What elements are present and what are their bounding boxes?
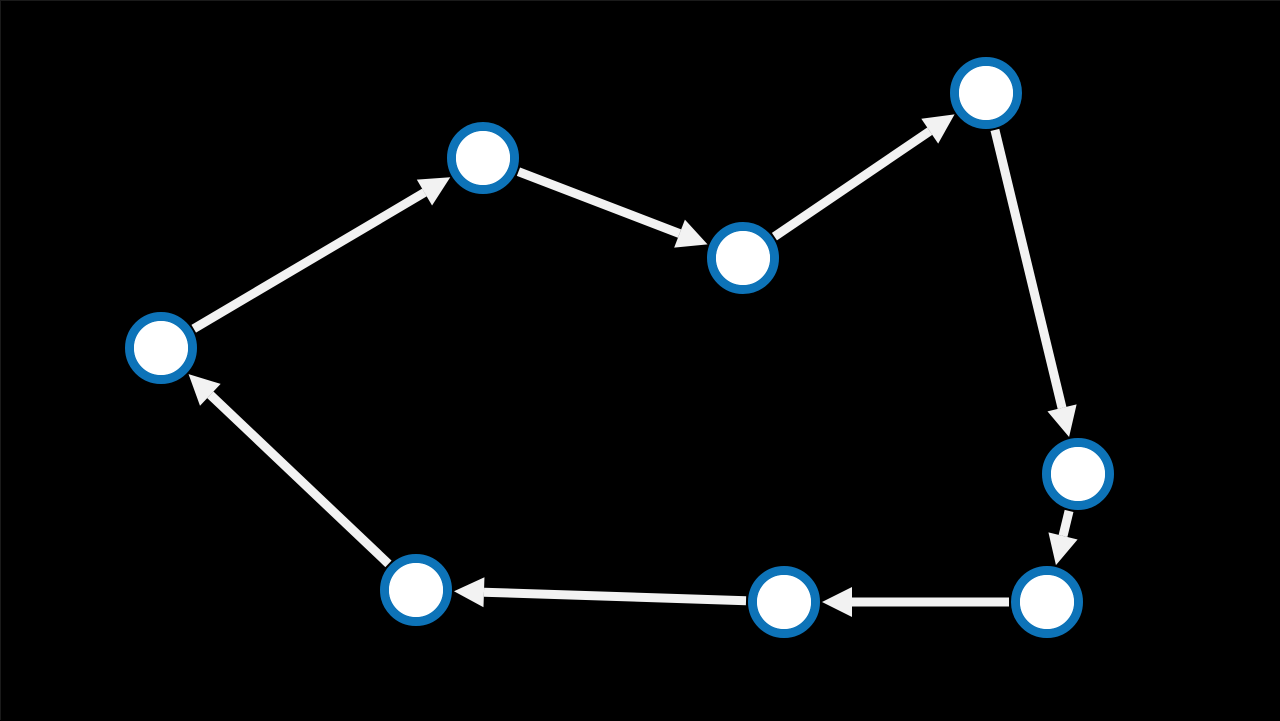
graph-node[interactable]	[447, 122, 519, 194]
edge-shaft	[207, 391, 392, 568]
edge-arrowhead-icon	[188, 374, 221, 406]
edge-arrowhead-icon	[1048, 532, 1078, 566]
edges-layer	[188, 114, 1078, 617]
node-core	[456, 131, 510, 185]
graph-node[interactable]	[748, 566, 820, 638]
graph-node[interactable]	[1011, 566, 1083, 638]
graph-edge[interactable]	[822, 587, 1009, 617]
edge-shaft	[1058, 509, 1074, 537]
graph-node[interactable]	[950, 57, 1022, 129]
edge-arrowhead-icon	[674, 219, 708, 248]
node-core	[389, 563, 443, 617]
edge-shaft	[483, 587, 747, 606]
graph-node[interactable]	[707, 222, 779, 294]
node-core	[716, 231, 770, 285]
node-core	[959, 66, 1013, 120]
graph-node[interactable]	[380, 554, 452, 626]
node-core	[134, 321, 188, 375]
node-core	[1020, 575, 1074, 629]
edge-shaft	[191, 188, 427, 333]
edge-shaft	[990, 128, 1067, 409]
edge-shaft	[771, 127, 933, 241]
edge-arrowhead-icon	[1047, 404, 1077, 438]
graph-node[interactable]	[125, 312, 197, 384]
graph-edge[interactable]	[188, 374, 392, 568]
node-core	[757, 575, 811, 629]
edge-shaft	[516, 167, 682, 238]
edge-arrowhead-icon	[822, 587, 852, 617]
graph-edge[interactable]	[191, 177, 451, 333]
node-core	[1051, 447, 1105, 501]
graph-edge[interactable]	[771, 114, 955, 241]
edge-arrowhead-icon	[416, 177, 451, 206]
graph-node[interactable]	[1042, 438, 1114, 510]
graph-edge[interactable]	[453, 577, 747, 608]
graph-edge[interactable]	[1048, 509, 1078, 566]
nodes-layer	[125, 57, 1114, 638]
graph-edge[interactable]	[990, 128, 1077, 438]
graph-edge[interactable]	[516, 167, 708, 248]
edge-arrowhead-icon	[453, 577, 485, 608]
edge-arrowhead-icon	[921, 114, 955, 144]
